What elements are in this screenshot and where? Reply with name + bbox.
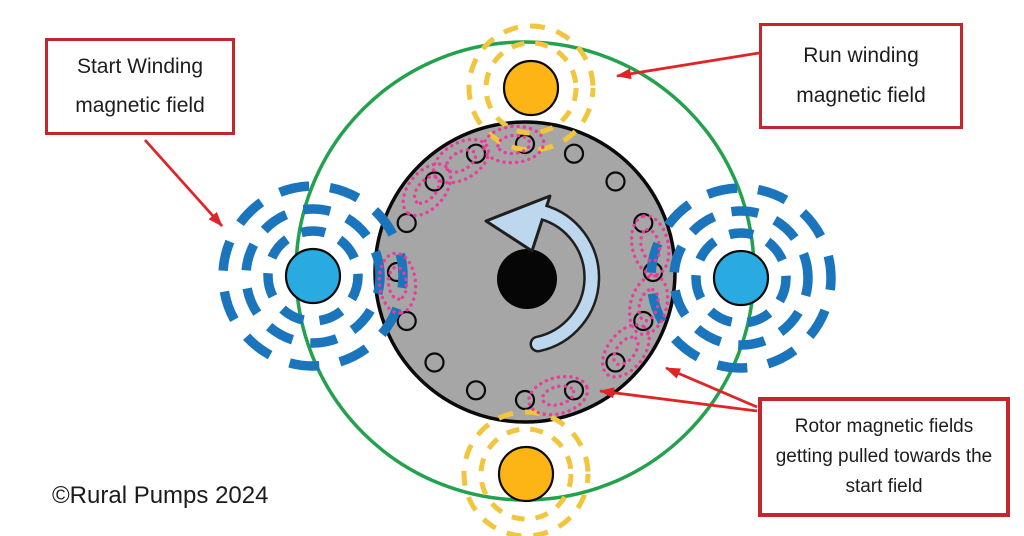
rotor-bar <box>605 171 626 192</box>
label-line: magnetic field <box>796 84 926 107</box>
rotor-bars <box>386 133 664 411</box>
rotor-field-loop <box>540 384 576 407</box>
run-winding-field-ring <box>478 426 574 522</box>
rotor-magnetic-field-loops <box>377 124 671 417</box>
label-line: getting pulled towards the <box>775 446 993 468</box>
rotor-field-pointer-upper <box>665 366 758 409</box>
run-winding-field-rings <box>461 23 596 536</box>
rotor-bar <box>465 143 487 164</box>
run-winding-pole-top <box>502 59 560 117</box>
rotor-bar <box>465 380 487 401</box>
start-winding-field-ring <box>669 206 813 350</box>
pointer-arrows <box>143 51 760 413</box>
run-winding-pole-bottom <box>497 445 555 503</box>
run-winding-field-ring <box>461 409 591 536</box>
rotor-field-loop <box>401 162 453 218</box>
start-winding-field-rings <box>218 181 836 373</box>
label-line: magnetic field <box>75 94 205 117</box>
start-winding-field-ring <box>218 181 408 371</box>
label-line: start field <box>845 475 923 497</box>
rotor-bar <box>605 352 626 373</box>
rotor-field-loop <box>482 124 546 165</box>
label-line: Start Winding <box>76 54 204 78</box>
rotor-bar <box>396 212 417 234</box>
winding-poles <box>284 59 770 503</box>
start-winding-label-box: Start Winding magnetic field <box>45 38 235 135</box>
start-winding-field-ring <box>691 228 791 328</box>
rotor-field-loop <box>412 174 441 205</box>
rotor-field-loop <box>600 322 651 379</box>
run-winding-field-ring <box>483 40 579 136</box>
rotor-shaft-circle <box>497 249 557 309</box>
rotor-field-loop <box>444 148 478 174</box>
rotor-bar <box>424 352 445 373</box>
rotation-arrow <box>484 194 601 353</box>
rotor-shaft <box>497 249 557 309</box>
rotor-field-loop <box>627 274 670 337</box>
rotor-field-loop <box>637 287 660 323</box>
start-winding-field-ring <box>646 183 836 373</box>
rotor-bar <box>396 310 417 332</box>
label-line: Run winding <box>803 43 919 67</box>
start-winding-pole-right <box>712 249 770 307</box>
rotor-field-loop <box>639 227 662 263</box>
rotor-field-loop <box>527 374 590 417</box>
run-winding-field-ring <box>466 23 596 153</box>
label-line: Rotor magnetic fields <box>794 416 974 438</box>
rotor-bar <box>563 143 585 164</box>
start-winding-pointer <box>143 139 224 227</box>
rotor-field-loop <box>612 335 640 367</box>
rotation-arrow-body <box>532 206 598 350</box>
rotor-bar <box>633 310 654 332</box>
rotor-fields-label-box: Rotor magnetic fields getting pulled tow… <box>758 397 1010 517</box>
start-winding-pole-left <box>284 247 342 305</box>
start-winding-field-ring <box>241 204 385 348</box>
copyright-text: ©Rural Pumps 2024 <box>52 482 269 509</box>
run-winding-label-box: Run winding magnetic field <box>759 23 963 129</box>
rotation-arrow-head <box>484 194 552 253</box>
rotor-field-loop <box>386 265 409 301</box>
rotor-field-pointer-lower <box>599 387 758 413</box>
start-winding-field-ring <box>263 226 363 326</box>
rotor-field-loop <box>377 251 418 315</box>
rotor-field-loop <box>496 133 532 156</box>
run-winding-pointer <box>616 51 760 80</box>
